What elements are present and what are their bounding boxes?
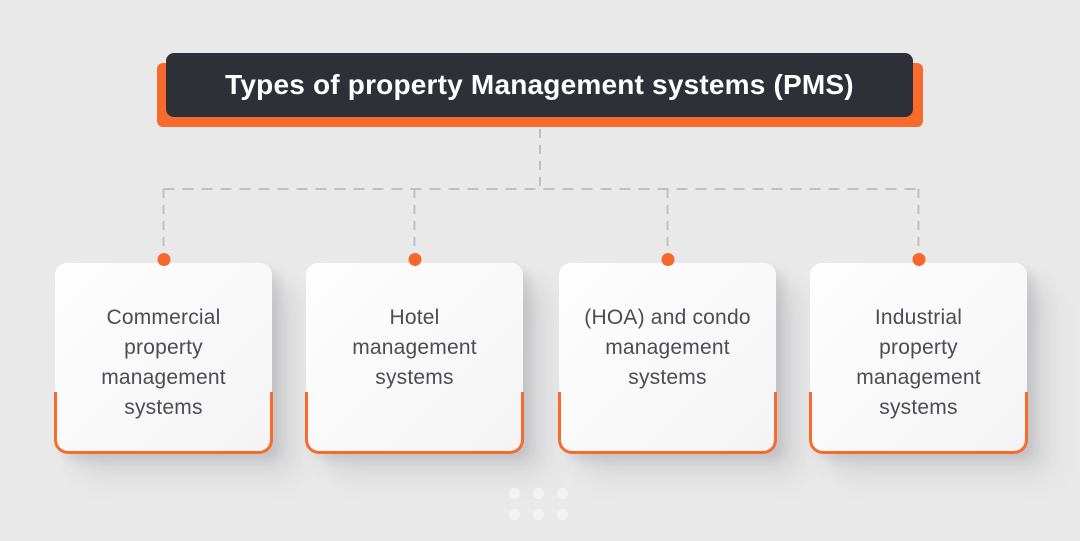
card-commercial-pms: Commercial property management systems [54, 253, 273, 454]
card-hoa-condo-pms: (HOA) and condo management systems [558, 253, 777, 454]
connector-dot-icon [157, 253, 170, 266]
card-accent-border [305, 392, 524, 454]
connector-dot-icon [408, 253, 421, 266]
grip-dot [509, 488, 520, 499]
page-title: Types of property Management systems (PM… [225, 69, 854, 100]
connector-dot-icon [912, 253, 925, 266]
card-accent-border [558, 392, 777, 454]
grip-dot [509, 509, 520, 520]
card-industrial-pms: Industrial property management systems [809, 253, 1028, 454]
grip-dot [533, 488, 544, 499]
card-hotel-pms: Hotel management systems [305, 253, 524, 454]
card-label: (HOA) and condo management systems [584, 306, 751, 389]
card-accent-border [809, 392, 1028, 454]
connector-dot-icon [661, 253, 674, 266]
card-accent-border [54, 392, 273, 454]
card-label: Commercial property management systems [101, 306, 226, 419]
title-banner: Types of property Management systems (PM… [166, 53, 913, 117]
grip-dots-icon [509, 488, 568, 520]
grip-dot [557, 509, 568, 520]
card-label: Industrial property management systems [856, 306, 981, 419]
grip-dot [557, 488, 568, 499]
grip-dot [533, 509, 544, 520]
card-label: Hotel management systems [352, 306, 477, 389]
